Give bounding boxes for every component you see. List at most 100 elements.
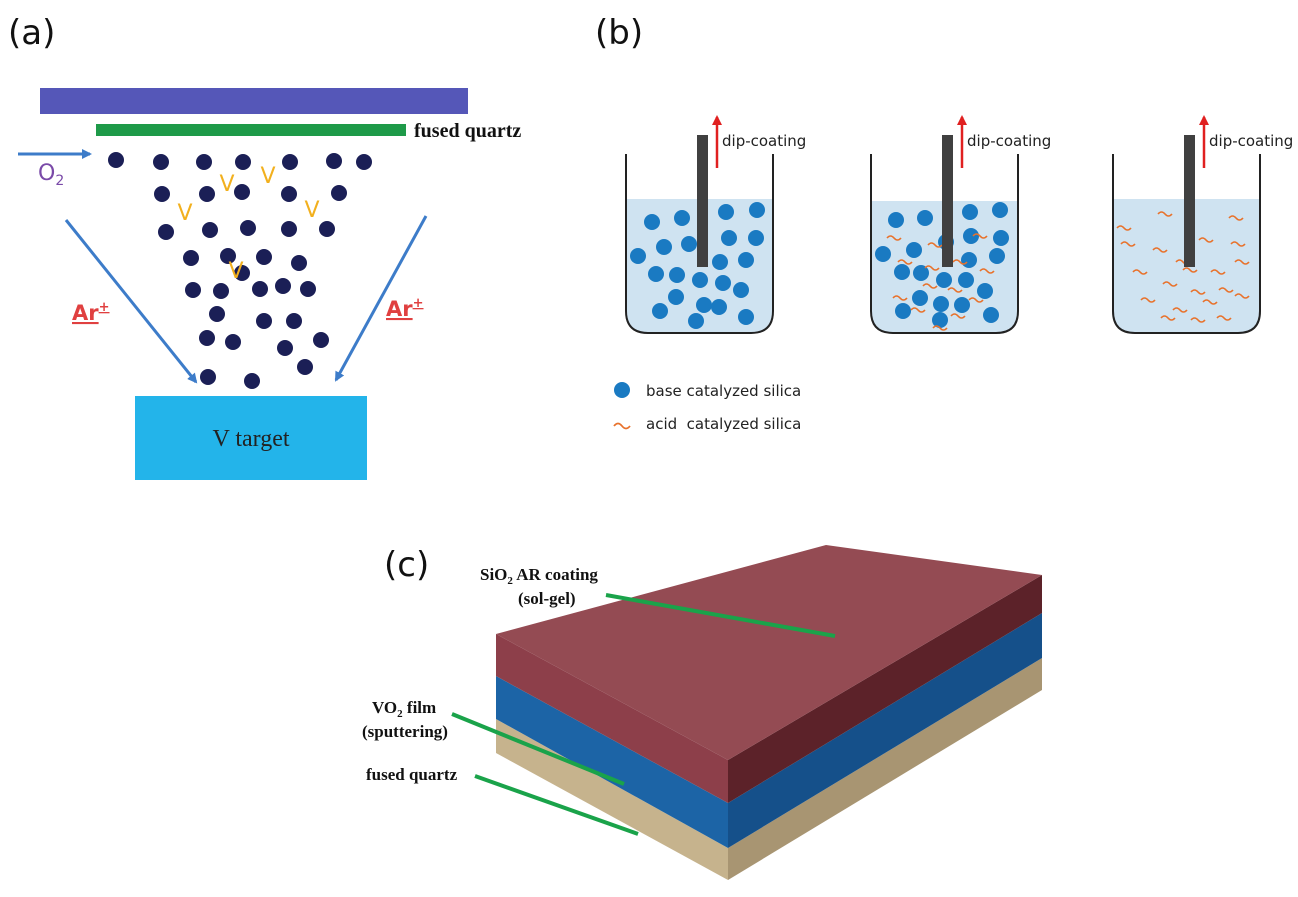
fused-quartz-substrate — [96, 124, 406, 136]
base-silica-particle — [711, 299, 727, 315]
sputtered-particle — [356, 154, 372, 170]
sputtered-particle — [225, 334, 241, 350]
argon-ion-label-left: Ar+ — [72, 300, 110, 325]
quartz-layer-side — [728, 658, 1042, 880]
base-silica-particle — [669, 267, 685, 283]
acid-silica-particle — [952, 259, 968, 265]
vo2-label-line2: (sputtering) — [362, 722, 448, 741]
acid-silica-particle — [1210, 269, 1226, 275]
acid-silica-particle — [932, 325, 948, 331]
panel-c-label: (c) — [384, 545, 429, 585]
sputtered-particle — [199, 330, 215, 346]
sputtered-particle — [256, 313, 272, 329]
substrate-rod — [1184, 135, 1195, 267]
dip-coating-label: dip-coating — [1209, 132, 1293, 150]
acid-silica-particle — [922, 283, 938, 289]
acid-silica-particle — [1152, 247, 1168, 253]
sputtered-particle — [313, 332, 329, 348]
base-silica-particle — [977, 283, 993, 299]
acid-silica-particle — [927, 242, 943, 248]
sputtered-particle — [196, 154, 212, 170]
sputtered-particle — [286, 313, 302, 329]
acid-silica-particle — [1120, 241, 1136, 247]
beaker-outline — [870, 154, 1019, 334]
base-silica-particle — [888, 212, 904, 228]
base-silica-particle — [913, 265, 929, 281]
sputtered-particle — [319, 221, 335, 237]
base-silica-particle — [894, 264, 910, 280]
acid-silica-particle — [1218, 287, 1234, 293]
acid-silica-particle — [1140, 297, 1156, 303]
sputtered-particles — [108, 152, 372, 389]
sputtered-particle — [213, 283, 229, 299]
base-silica-particle — [692, 272, 708, 288]
argon-ion-arrow-left — [64, 219, 198, 384]
beaker-outline — [1112, 154, 1261, 334]
quartz-label: fused quartz — [366, 765, 458, 784]
sputtered-particle — [158, 224, 174, 240]
base-silica-particle — [668, 289, 684, 305]
sputtered-particle — [220, 248, 236, 264]
base-silica-particle — [958, 272, 974, 288]
panel-c: (c) SiO2 AR coating (sol-gel) VO2 film (… — [362, 545, 1042, 880]
quartz-pointer — [474, 774, 639, 836]
base-silica-particle — [895, 303, 911, 319]
acid-silica-particle — [892, 295, 908, 301]
sputtered-particle — [200, 369, 216, 385]
base-silica-particle — [630, 248, 646, 264]
vo2-layer-side — [728, 613, 1042, 848]
sio2-layer-front — [496, 634, 728, 803]
sio2-pointer — [605, 593, 836, 638]
acid-silica-particle — [886, 235, 902, 241]
substrate-rod — [942, 135, 953, 267]
beaker: dip-coating — [625, 115, 806, 334]
sio2-label-line1: SiO2 AR coating — [480, 565, 598, 587]
acid-silica-particle — [1172, 307, 1188, 313]
vo2-layer-front — [496, 676, 728, 848]
base-silica-particle — [688, 313, 704, 329]
acid-silica-particle — [924, 265, 940, 271]
argon-ion-label-right: Ar+ — [386, 296, 424, 321]
base-silica-particle — [992, 202, 1008, 218]
acid-silica-particle — [1234, 293, 1250, 299]
base-silica-particle — [954, 297, 970, 313]
v-target-label: V target — [212, 426, 289, 452]
base-silica-particle — [961, 252, 977, 268]
acid-silica-particle — [947, 287, 963, 293]
v-target — [135, 396, 367, 480]
acid-silica-particle — [1182, 267, 1198, 273]
acid-silica-particle — [1116, 225, 1132, 231]
fused-quartz-label: fused quartz — [414, 120, 521, 142]
beaker-outline — [625, 154, 774, 334]
base-silica-particle — [656, 239, 672, 255]
panel-b-label: (b) — [595, 13, 643, 53]
base-silica-particle — [721, 230, 737, 246]
acid-silica-particle — [1228, 215, 1244, 221]
substrate-rod — [697, 135, 708, 267]
vanadium-atom: V — [260, 164, 275, 189]
sputtered-particle — [281, 186, 297, 202]
vanadium-atom: V — [219, 172, 234, 197]
acid-silica-particle — [910, 307, 926, 313]
acid-silica-particle — [1160, 315, 1176, 321]
base-silica-particle — [748, 230, 764, 246]
acid-silica-particle — [1198, 237, 1214, 243]
sputtered-particle — [108, 152, 124, 168]
sio2-layer-side — [728, 575, 1042, 803]
base-silica-particle — [983, 307, 999, 323]
argon-ion-arrow-right — [334, 215, 428, 382]
sputtered-particle — [202, 222, 218, 238]
acid-silica-particle — [1190, 317, 1206, 323]
legend-base-marker — [614, 382, 630, 398]
beaker: dip-coating — [1112, 115, 1293, 334]
acid-silica-particle — [1162, 281, 1178, 287]
acid-silica-particle — [979, 268, 995, 274]
base-silica-particle — [912, 290, 928, 306]
panel-a-label: (a) — [8, 13, 55, 53]
oxygen-label: O2 — [38, 161, 64, 189]
